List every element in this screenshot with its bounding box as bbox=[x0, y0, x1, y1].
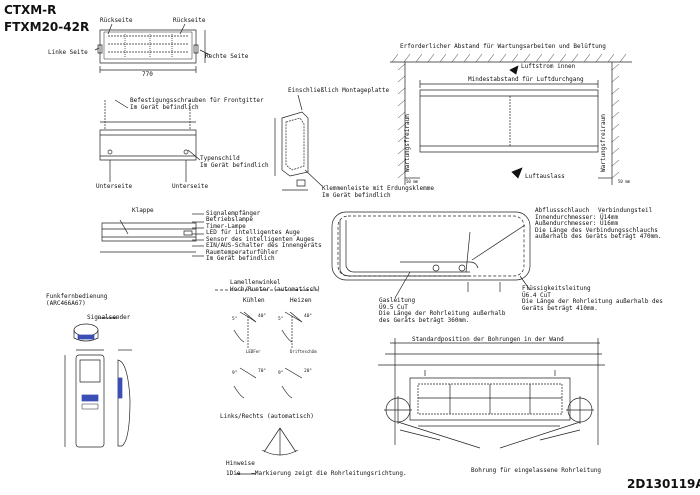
wall-holes-title: Standardposition der Bohrungen in der Wa… bbox=[412, 336, 564, 343]
label-screws: Befestigungsschrauben für Frontgitter Im… bbox=[130, 97, 264, 111]
louver-title: Lamellenwinkel Hoch/Runter (automatisch) bbox=[230, 279, 321, 293]
label-cooling: Kühlen bbox=[243, 297, 265, 304]
wall-holes-view bbox=[378, 338, 605, 448]
clearance-title: Erforderlicher Abstand für Wartungsarbei… bbox=[400, 43, 606, 50]
label-pipe-hole: Bohrung für eingelassene Rohrleitung bbox=[471, 467, 602, 474]
label-liquid-line: Flüssigkeitsleitung Ü6.4 CuT Die Länge d… bbox=[522, 285, 663, 312]
model-title-line2: FTXM20-42R bbox=[4, 20, 90, 34]
front-view-screws bbox=[100, 100, 200, 182]
label-gas-line: Gasleitung Ü9.5 CuT Die Länge der Rohrle… bbox=[379, 297, 506, 324]
label-flap: Klappe bbox=[132, 207, 154, 214]
airflow-arrows bbox=[510, 66, 522, 178]
label-air-out: Luftauslass bbox=[525, 173, 565, 180]
label-mounting-plate: Einschließlich Montageplatte bbox=[288, 87, 390, 94]
angle-label-1: 5° bbox=[232, 317, 238, 322]
drawing-code: 2D130119A bbox=[627, 477, 700, 491]
label-underside-right: Unterseite bbox=[172, 183, 209, 190]
label-service-left: Wartungsfreiraum bbox=[404, 114, 411, 172]
label-connector: Verbindungsteil bbox=[598, 207, 653, 214]
dim-clearance-right: 50 mm bbox=[618, 179, 631, 184]
angle-label-4: 40° bbox=[304, 314, 313, 319]
label-drain-hose: Abflussschlauch Innendurchmesser: Ü14mm … bbox=[535, 207, 662, 241]
angle-label-5: 9° bbox=[232, 371, 238, 376]
wall-hatching bbox=[392, 54, 626, 178]
label-front-components: Signalempfänger Betriebslampe Timer-Lamp… bbox=[206, 210, 322, 263]
label-heating: Heizen bbox=[290, 297, 312, 304]
label-service-right: Wartungsfreiraum bbox=[600, 114, 607, 172]
label-underside-left: Unterseite bbox=[96, 183, 133, 190]
label-back-left: Rückseite bbox=[100, 17, 133, 24]
dim-clearance-left: 50 mm bbox=[406, 179, 419, 184]
angle-label-2: 40° bbox=[258, 314, 267, 319]
label-nameplate: Typenschild Im Gerät befindlich bbox=[200, 155, 269, 169]
notes-heading: Hinweise bbox=[226, 460, 255, 467]
label-min-distance: Mindestabstand für Luftdurchgang bbox=[468, 76, 584, 83]
louver-mode-b: Drifteschäm bbox=[290, 349, 317, 354]
label-back-right: Rückseite bbox=[173, 17, 206, 24]
label-terminal-block: Klemmenleiste mit Erdungsklemme Im Gerät… bbox=[322, 185, 434, 199]
clearance-diagram bbox=[390, 62, 632, 185]
louver-mode-a: LEDFer bbox=[246, 349, 261, 354]
angle-label-8: 20° bbox=[304, 369, 313, 374]
dim-width: 770 bbox=[142, 71, 153, 78]
angle-label-7: 9° bbox=[278, 371, 284, 376]
piping-view bbox=[332, 212, 530, 298]
label-left-side: Linke Seite bbox=[48, 49, 88, 56]
angle-label-3: 5° bbox=[278, 317, 284, 322]
louver-diagrams bbox=[215, 290, 320, 455]
label-right-side: Rechte Seite bbox=[205, 53, 249, 60]
label-left-right: Links/Rechts (automatisch) bbox=[220, 413, 314, 420]
rear-view bbox=[95, 24, 210, 73]
angle-label-6: 70° bbox=[258, 369, 267, 374]
label-remote: Funkfernbedienung (ARC466A67) bbox=[46, 293, 108, 307]
note-1: 1Die —Markierung zeigt die Rohrleitungsr… bbox=[226, 470, 407, 477]
model-title-line1: CTXM-R bbox=[4, 3, 57, 17]
side-profile bbox=[275, 95, 322, 190]
label-signal-sender: Signalsender bbox=[87, 314, 131, 321]
front-view-flap bbox=[100, 214, 204, 256]
remote-drawing bbox=[65, 318, 132, 447]
label-air-in: Luftstrom innen bbox=[521, 63, 576, 70]
